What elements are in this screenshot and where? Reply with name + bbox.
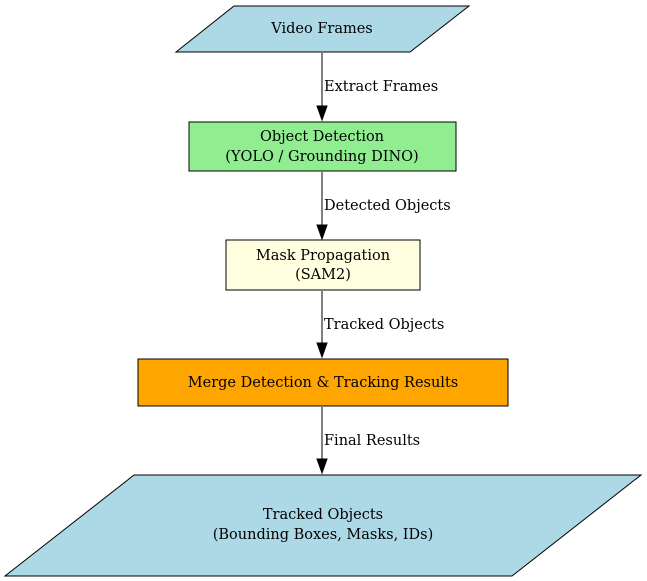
edge-detected-objects-arrowhead bbox=[316, 224, 328, 241]
node-object-detection: Object Detection (YOLO / Grounding DINO) bbox=[188, 121, 457, 172]
edge-final-results-label: Final Results bbox=[324, 433, 420, 449]
node-video-frames: Video Frames bbox=[174, 5, 471, 53]
node-merge-results: Merge Detection & Tracking Results bbox=[137, 358, 509, 407]
edge-detected-objects-label: Detected Objects bbox=[324, 198, 451, 214]
node-mask-propagation-shape bbox=[225, 239, 421, 291]
node-object-detection-shape bbox=[188, 121, 457, 172]
node-merge-results-label: Merge Detection & Tracking Results bbox=[188, 375, 458, 391]
node-object-detection-label-line-2: (YOLO / Grounding DINO) bbox=[225, 149, 418, 165]
node-video-frames-shape bbox=[174, 5, 471, 53]
edge-final-results-arrowhead bbox=[316, 458, 328, 475]
node-mask-propagation-label-line-2: (SAM2) bbox=[295, 267, 351, 283]
node-object-detection-label-line-1: Object Detection bbox=[260, 129, 384, 145]
node-tracked-objects-shape bbox=[3, 474, 643, 577]
node-mask-propagation-label-line-1: Mask Propagation bbox=[256, 248, 390, 264]
node-video-frames-label: Video Frames bbox=[270, 21, 372, 37]
edge-tracked-objects-label: Tracked Objects bbox=[324, 317, 444, 333]
edge-extract-frames-arrowhead bbox=[316, 105, 328, 122]
node-mask-propagation: Mask Propagation (SAM2) bbox=[225, 239, 421, 291]
edge-extract-frames-label: Extract Frames bbox=[324, 79, 438, 95]
node-tracked-objects-label-line-1: Tracked Objects bbox=[263, 507, 383, 523]
edge-tracked-objects-arrowhead bbox=[316, 342, 328, 359]
edge-detected-objects: Detected Objects bbox=[316, 172, 451, 241]
edge-tracked-objects: Tracked Objects bbox=[316, 291, 444, 359]
node-tracked-objects-label-line-2: (Bounding Boxes, Masks, IDs) bbox=[213, 527, 434, 543]
edge-final-results: Final Results bbox=[316, 407, 420, 475]
node-merge-results-shape bbox=[137, 358, 509, 407]
node-tracked-objects: Tracked Objects (Bounding Boxes, Masks, … bbox=[3, 474, 643, 577]
edge-extract-frames: Extract Frames bbox=[316, 53, 438, 122]
